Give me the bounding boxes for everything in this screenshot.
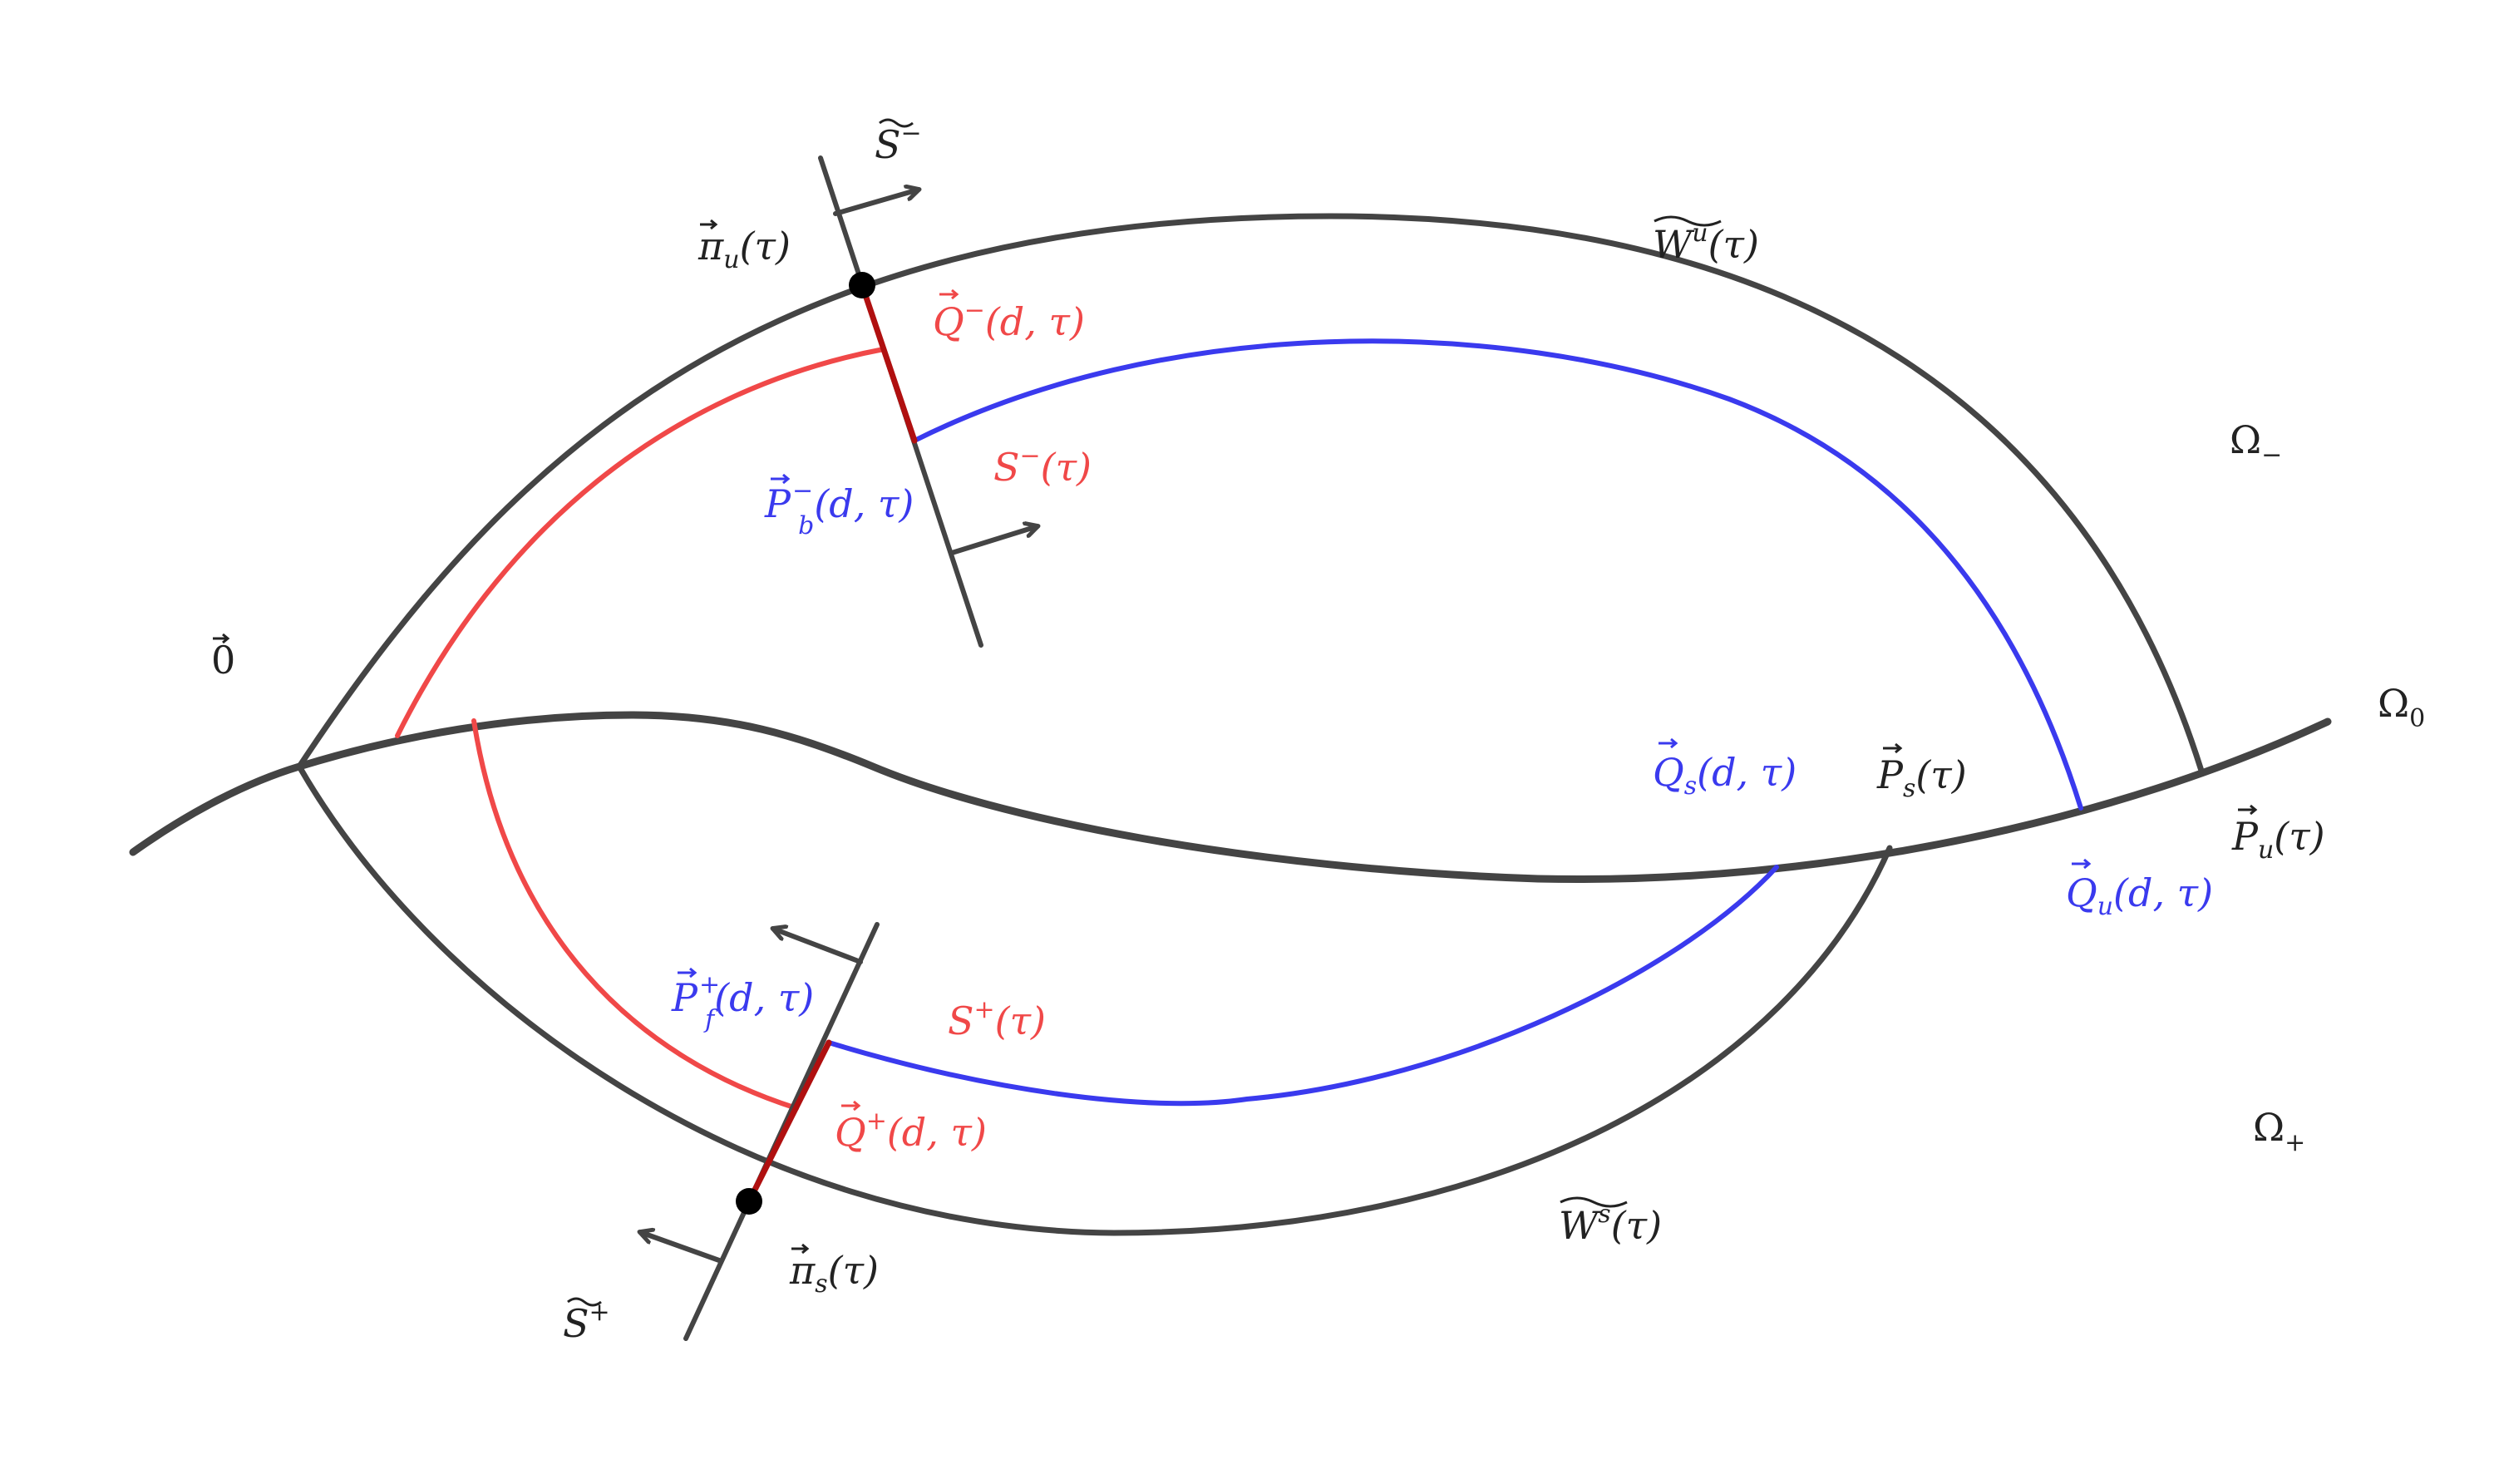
s-plus-arrow [773, 929, 863, 964]
label-q-minus: Q−(d, τ) [933, 288, 1085, 344]
svg-text:Wu(τ): Wu(τ) [1653, 219, 1759, 267]
label-p-u: Pu(τ) [2231, 804, 2325, 865]
label-q-s: Qs(d, τ) [1653, 737, 1797, 801]
pi-s-dot [736, 1188, 762, 1215]
s-tilde-minus-arrow [833, 190, 919, 216]
svg-text:P−b(d, τ): P−b(d, τ) [764, 476, 914, 540]
red-orbit-upper [395, 347, 886, 738]
svg-text:Qu(d, τ): Qu(d, τ) [2066, 870, 2213, 921]
svg-text:S−: S− [875, 119, 922, 167]
s-minus-arrow [949, 526, 1038, 555]
label-p-f-plus: P+f(d, τ) [671, 967, 814, 1034]
label-zero: 0 [211, 633, 235, 683]
label-omega-0: Ω0 [2378, 681, 2425, 733]
s-tilde-plus-arrow [640, 1232, 722, 1263]
label-s-tilde-plus: S+ [563, 1297, 610, 1346]
label-s-tilde-minus: S− [875, 118, 922, 167]
q-plus-segment [746, 1039, 832, 1205]
svg-text:Ps(τ): Ps(τ) [1876, 752, 1967, 803]
pi-u-dot [849, 272, 875, 298]
svg-text:P+f(d, τ): P+f(d, τ) [671, 970, 814, 1034]
svg-text:Q−(d, τ): Q−(d, τ) [933, 296, 1085, 344]
label-w-s: Ws(τ) [1559, 1196, 1662, 1248]
unstable-manifold-curve [296, 213, 2205, 774]
label-q-u: Qu(d, τ) [2066, 858, 2213, 921]
label-q-plus: Q+(d, τ) [835, 1100, 987, 1155]
svg-text:πs(τ): πs(τ) [789, 1248, 879, 1299]
label-omega-minus: Ω− [2230, 417, 2282, 470]
svg-text:Qs(d, τ): Qs(d, τ) [1653, 750, 1797, 801]
svg-text:Pu(τ): Pu(τ) [2231, 814, 2325, 865]
blue-orbit-lower [826, 865, 1779, 1107]
label-p-s: Ps(τ) [1876, 742, 1967, 803]
zero-text: 0 [211, 638, 235, 683]
svg-text:Q+(d, τ): Q+(d, τ) [835, 1107, 987, 1155]
omega-0-curve [129, 711, 2332, 883]
svg-text:S+: S+ [563, 1298, 610, 1346]
svg-text:πu(τ): πu(τ) [697, 224, 791, 274]
label-pi-s: πs(τ) [789, 1243, 879, 1299]
label-s-plus: S+(τ) [948, 995, 1046, 1043]
svg-text:Ws(τ): Ws(τ) [1559, 1200, 1662, 1248]
label-w-u: Wu(τ) [1653, 215, 1759, 267]
label-s-minus: S−(τ) [993, 441, 1092, 490]
label-pi-u: πu(τ) [697, 219, 791, 274]
stable-manifold-curve [296, 763, 1893, 1236]
blue-orbit-upper [912, 338, 2083, 811]
red-orbit-lower [471, 718, 799, 1111]
q-minus-segment [859, 282, 918, 444]
label-omega-plus: Ω+ [2253, 1105, 2305, 1157]
label-p-b-minus: P−b(d, τ) [764, 473, 914, 540]
